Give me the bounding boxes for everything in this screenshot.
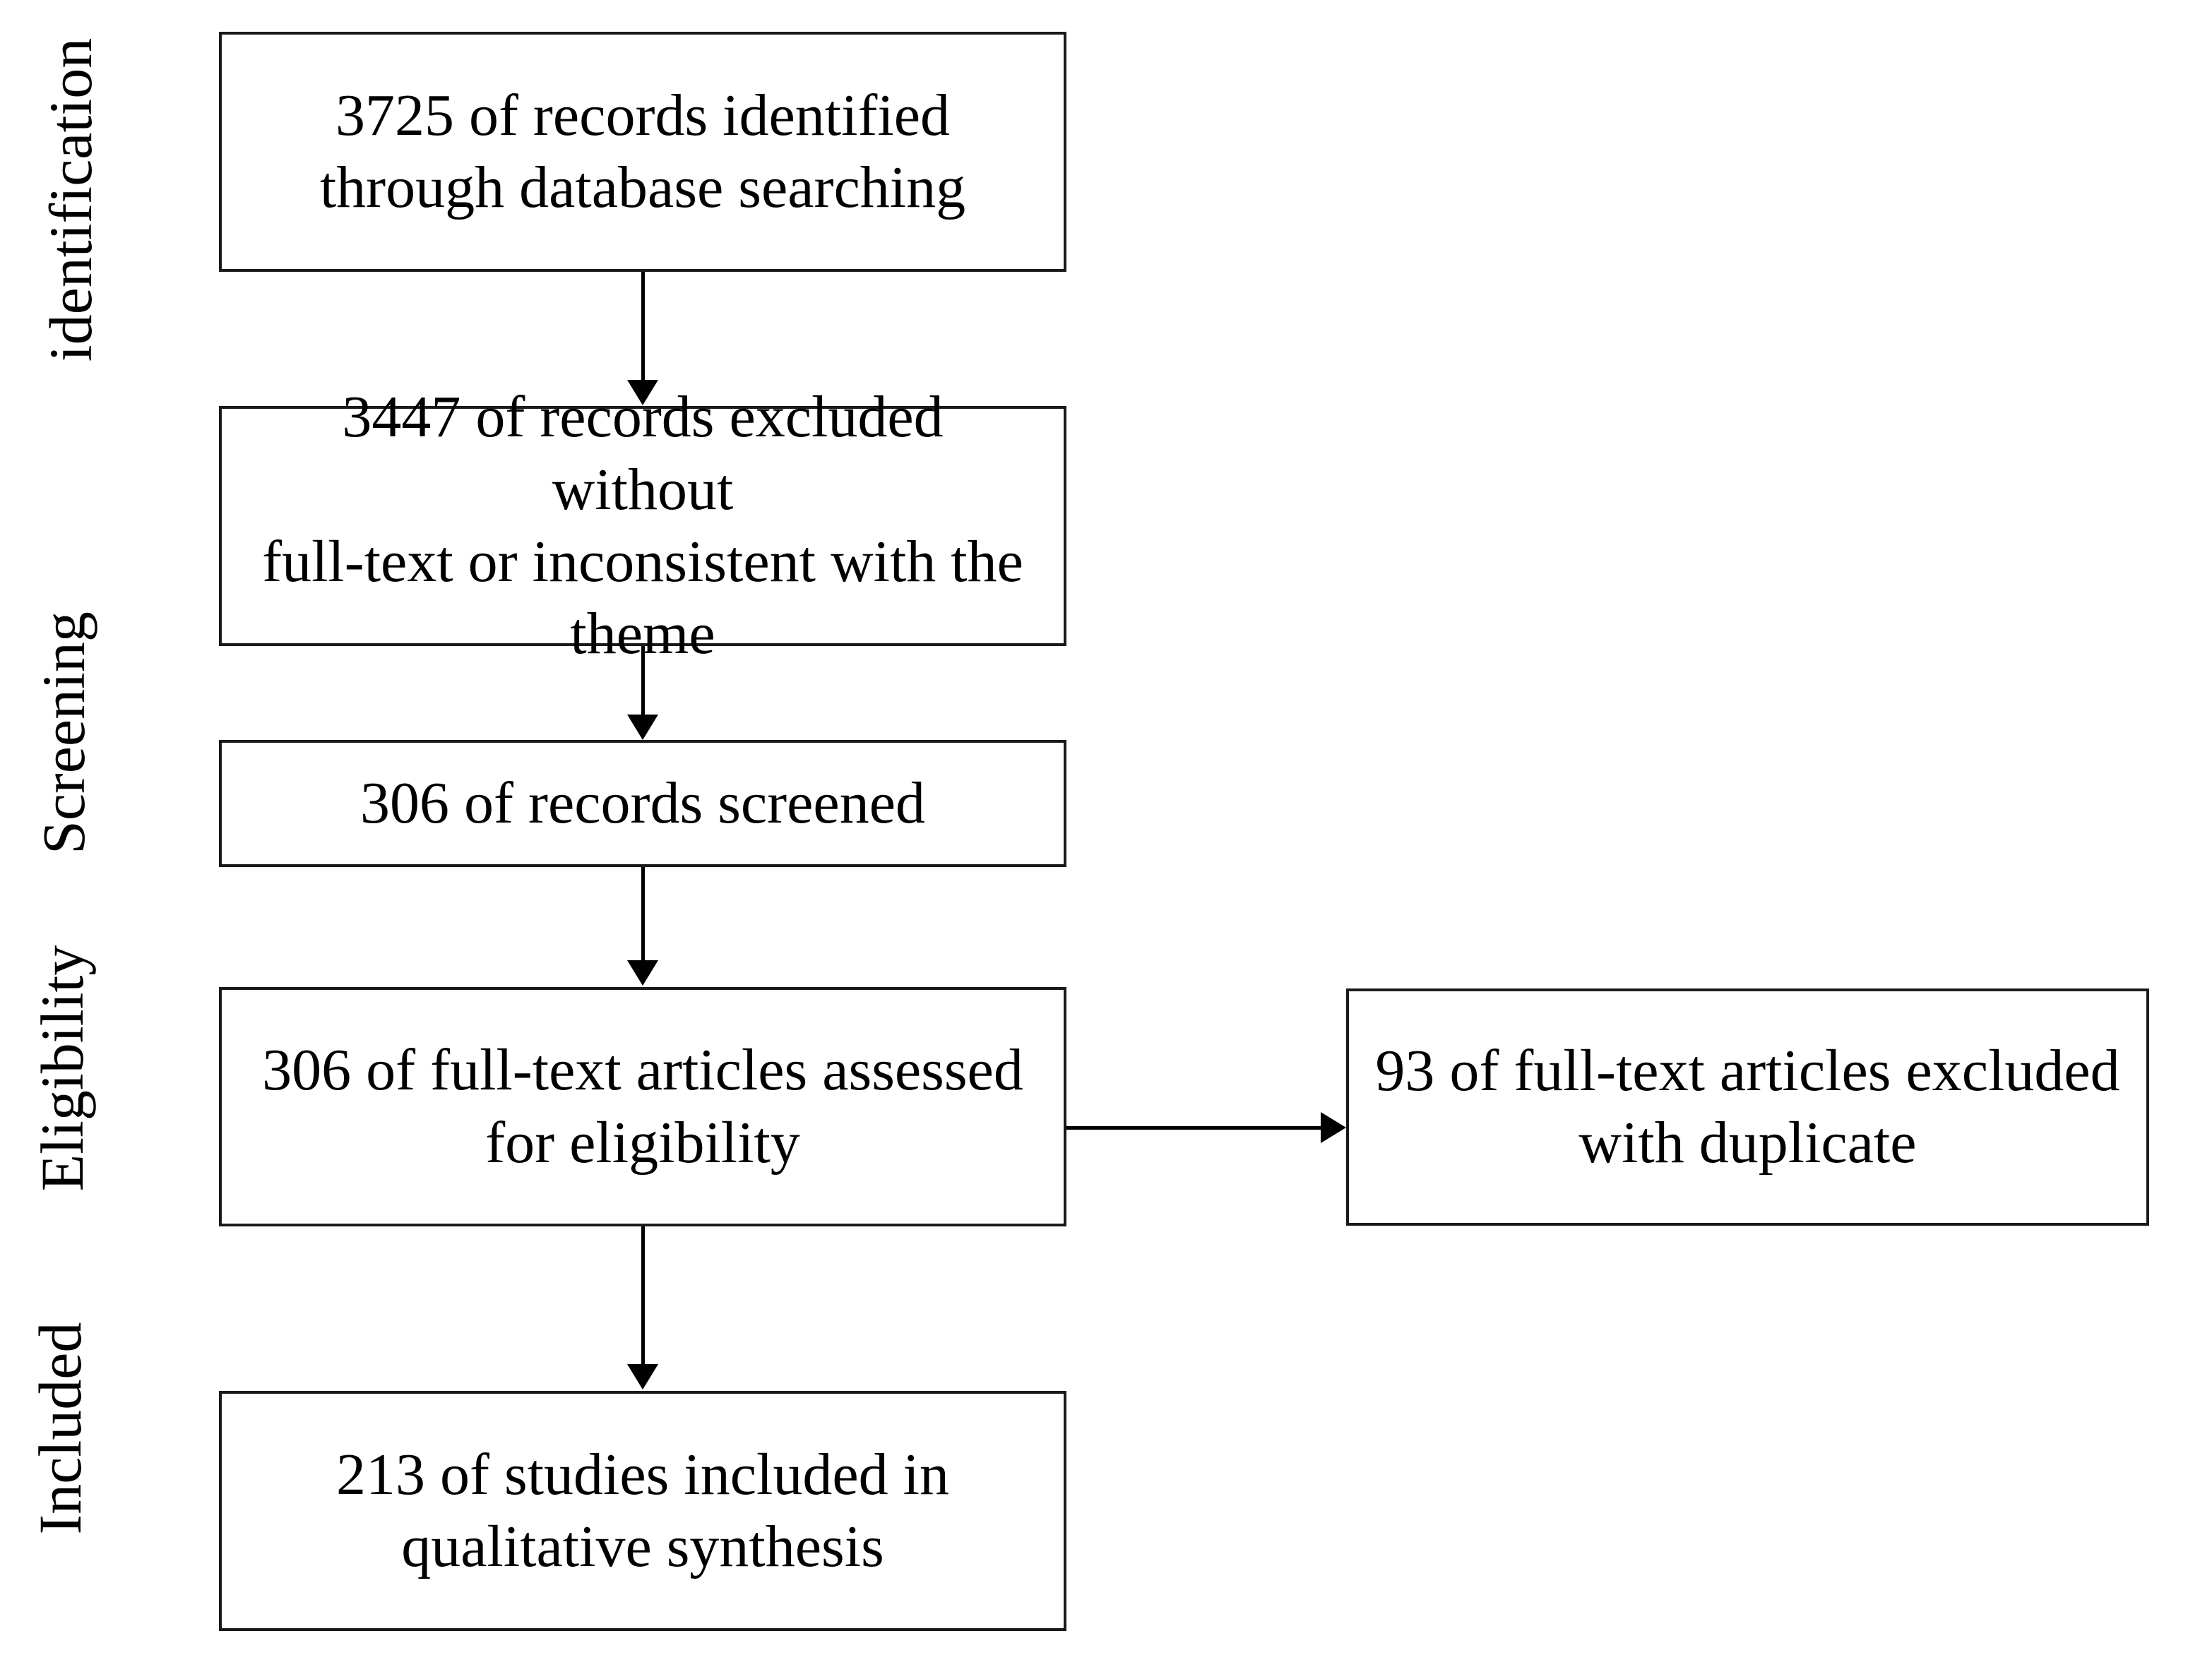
stage-label-identification: identification	[37, 37, 105, 362]
connector-screened-to-assessed-arrow	[627, 960, 658, 986]
box-studies-included-text: 213 of studies included in qualitative s…	[336, 1441, 949, 1579]
connector-assessed-to-duplicate-line	[1066, 1126, 1322, 1130]
box-records-screened: 306 of records screened	[219, 740, 1066, 867]
box-records-excluded-text: 3447 of records excluded without full-te…	[262, 384, 1023, 667]
connector-assessed-to-included-arrow	[627, 1364, 658, 1390]
connector-excluded-to-screened-arrow	[627, 715, 658, 740]
connector-screened-to-assessed-line	[641, 867, 645, 962]
box-records-identified-text: 3725 of records identified through datab…	[319, 82, 966, 220]
connector-assessed-to-included-line	[641, 1226, 645, 1366]
connector-excluded-to-screened-line	[641, 646, 645, 717]
box-fulltext-excluded-text: 93 of full-text articles excluded with d…	[1375, 1037, 2120, 1176]
stage-label-included: Included	[26, 1322, 94, 1535]
box-studies-included: 213 of studies included in qualitative s…	[219, 1391, 1066, 1631]
box-fulltext-assessed: 306 of full-text articles assessed for e…	[219, 987, 1066, 1226]
connector-identified-to-excluded-arrow	[627, 380, 658, 405]
box-records-excluded: 3447 of records excluded without full-te…	[219, 384, 1066, 667]
box-records-identified: 3725 of records identified through datab…	[219, 32, 1066, 272]
connector-assessed-to-duplicate-arrow	[1321, 1112, 1346, 1143]
box-fulltext-assessed-text: 306 of full-text articles assessed for e…	[262, 1037, 1023, 1176]
box-fulltext-excluded: 93 of full-text articles excluded with d…	[1346, 988, 2149, 1226]
box-records-screened-text: 306 of records screened	[360, 770, 925, 836]
connector-identified-to-excluded-line	[641, 272, 645, 381]
